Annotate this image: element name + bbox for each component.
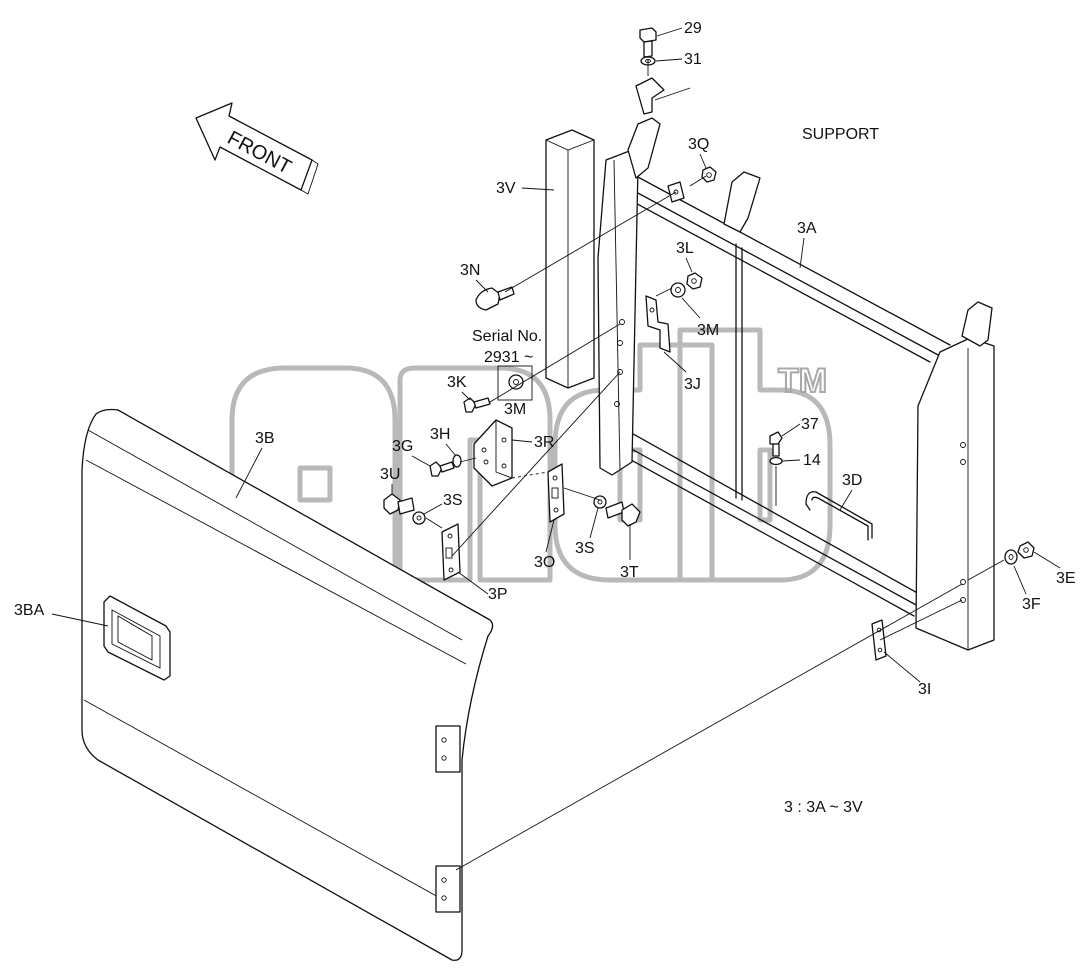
support-label: SUPPORT	[802, 126, 879, 143]
plate-3j	[645, 295, 671, 353]
callout-3p: 3P	[488, 586, 508, 603]
range-note: 3 : 3A ~ 3V	[784, 799, 863, 816]
callout-3r: 3R	[534, 434, 554, 451]
serial-note-line2: 2931 ~	[484, 349, 533, 366]
support-frame	[597, 77, 995, 651]
callout-labels: 29 31 SUPPORT 3Q 3V 3A 3L 3N 3M Serial N…	[14, 20, 1076, 816]
callout-3d: 3D	[842, 472, 862, 489]
washer-3h	[452, 454, 462, 468]
callout-3k: 3K	[447, 374, 467, 391]
front-direction-arrow: FRONT	[195, 102, 319, 195]
callout-3q: 3Q	[688, 136, 709, 153]
callout-3g: 3G	[392, 438, 413, 455]
callout-3e: 3E	[1056, 570, 1076, 587]
assembly-lines	[425, 60, 1005, 871]
plate-3o	[547, 463, 565, 523]
bracket-3r	[473, 419, 513, 487]
callout-3s-left: 3S	[443, 492, 463, 509]
nut-3q	[701, 166, 717, 183]
bolt-37	[769, 431, 783, 457]
callout-3a: 3A	[797, 220, 817, 237]
callout-3f: 3F	[1022, 596, 1041, 613]
door-panel-3b	[81, 408, 494, 961]
bolt-3g	[429, 461, 455, 477]
bolt-3t	[605, 501, 641, 527]
washer-3m-lower	[497, 365, 533, 401]
callout-29: 29	[684, 20, 702, 37]
callout-3s-right: 3S	[575, 540, 595, 557]
callout-3b: 3B	[255, 430, 275, 447]
rod-3d	[805, 491, 873, 541]
callout-3m-upper: 3M	[697, 322, 719, 339]
plate-3i	[871, 619, 887, 661]
callout-3u: 3U	[380, 466, 400, 483]
callout-14: 14	[803, 452, 821, 469]
callout-3n: 3N	[460, 262, 480, 279]
callout-3h: 3H	[430, 426, 450, 443]
bolt-29	[639, 27, 657, 58]
washer-14	[769, 456, 783, 466]
washer-3s-right	[593, 495, 607, 509]
watermark-logo	[229, 327, 833, 583]
serial-note-line1: Serial No.	[472, 328, 542, 345]
callout-3o: 3O	[534, 554, 555, 571]
bolt-3u	[383, 493, 426, 525]
trademark-mark: TM	[778, 362, 827, 400]
callout-3t: 3T	[620, 564, 639, 581]
spacer-block-3v	[545, 129, 595, 389]
callout-3ba: 3BA	[14, 602, 45, 619]
callout-31: 31	[684, 51, 702, 68]
plate-3p	[441, 523, 461, 581]
nut-3l	[686, 272, 703, 290]
callout-3l: 3L	[676, 240, 694, 257]
washer-3m-upper	[670, 282, 686, 298]
callout-3i: 3I	[918, 681, 931, 698]
bolt-3n	[475, 286, 515, 311]
callout-3m-lower: 3M	[504, 401, 526, 418]
callout-3j: 3J	[684, 376, 701, 393]
nut-3e	[1017, 541, 1035, 559]
washer-3f	[1004, 549, 1018, 565]
callout-37: 37	[801, 416, 819, 433]
callout-3v: 3V	[496, 180, 516, 197]
bolt-3k	[463, 397, 491, 413]
